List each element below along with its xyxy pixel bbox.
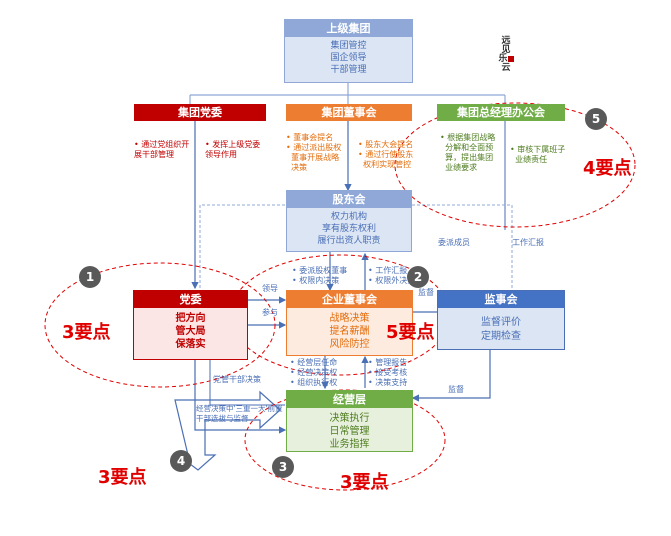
badge-3: 3 [272,456,294,478]
edge-label: 工作汇报 [512,238,544,247]
board-title: 企业董事会 [287,291,412,308]
management-line: 决策执行 [329,413,370,424]
board-group-header: 集团董事会 [286,104,412,121]
shareholders-line: 履行出资人职责 [317,236,381,246]
party-committee-title: 党委 [134,291,247,308]
edge-label: • 接受考核 [368,368,408,377]
shareholders-line: 权力机构 [330,212,367,222]
badge-2: 2 [407,266,429,288]
party-committee-box: 党委 把方向 管大局 保落实 [133,290,248,360]
edge-label: 委派成员 [438,238,470,247]
badge-4: 4 [170,450,192,472]
gm-office-note: • 审核下属班子 业绩责任 [510,145,566,164]
edge-label: • 权限外决策 [368,276,416,285]
edge-label: 党管干部决策 [213,375,261,384]
party-group-header: 集团党委 [134,104,266,121]
board-line: 战略决策 [329,313,370,324]
management-title: 经营层 [287,391,412,408]
badge-1: 1 [79,266,101,288]
board-group-note: • 股东大会提名 • 通过行使股东 权利实现管控 [358,140,414,169]
shareholders-title: 股东会 [287,191,411,208]
management-box: 经营层 决策执行 日常管理 业务指挥 [286,390,413,452]
top-group-line: 集团管控 [330,41,367,51]
edge-label: • 组织执行权 [290,378,338,387]
edge-label: • 决策支持 [368,378,408,387]
edge-label: 参与 [262,308,278,317]
supervisory-title: 监事会 [438,291,564,308]
party-committee-line: 管大局 [175,326,206,337]
supervisory-line: 监督评价 [481,317,521,328]
management-line: 业务指挥 [329,439,370,450]
badge-5: 5 [585,108,607,130]
points-2: 5要点 [386,322,435,343]
edge-label: • 委派股权董事 [292,266,348,275]
edge-label: • 工作汇报 [368,266,408,275]
party-committee-line: 保落实 [175,339,206,350]
supervisory-line: 定期检查 [481,331,521,342]
points-1: 3要点 [62,322,111,343]
party-group-note: • 通过党组织开展干部管理 [134,140,190,159]
edge-label: 监督 [448,385,464,394]
top-group-line: 国企领导 [330,53,367,63]
points-4: 3要点 [98,467,147,488]
edge-label: • 权限内决策 [292,276,340,285]
top-group-box: 上级集团 集团管控 国企领导 干部管理 [284,19,413,83]
edge-label: • 经营层任命 [290,358,338,367]
gm-office-header: 集团总经理办公会 [437,104,565,121]
board-box: 企业董事会 战略决策 提名薪酬 风险防控 [286,290,413,356]
points-3: 3要点 [340,472,389,493]
edge-label: 监督 [418,288,434,297]
shareholders-box: 股东会 权力机构 享有股东权利 履行出资人职责 [286,190,412,252]
board-line: 风险防控 [329,339,370,350]
party-committee-line: 把方向 [175,313,206,324]
gm-office-note: • 根据集团战略 分解和全面预 算，提出集团 业绩要求 [440,133,496,172]
management-line: 日常管理 [329,426,370,437]
supervisory-box: 监事会 监督评价 定期检查 [437,290,565,350]
edge-label: • 经营决策权 [290,368,338,377]
board-group-note: • 董事会提名 • 通过派出股权 董事开展战略 决策 [286,133,342,172]
edge-label: 领导 [262,284,278,293]
top-group-title: 上级集团 [285,20,412,37]
shareholders-line: 享有股东权利 [321,224,376,234]
edge-label: 经营决策中'三重一大'前置干部选拔与监督 [196,404,283,423]
points-5: 4要点 [583,158,632,179]
logo-seal: 远 见 乐 云 [493,37,519,73]
top-group-line: 干部管理 [330,65,367,75]
edge-label: • 管理报告 [368,358,408,367]
party-group-note: • 发挥上级党委领导作用 [205,140,261,159]
board-line: 提名薪酬 [329,326,370,337]
